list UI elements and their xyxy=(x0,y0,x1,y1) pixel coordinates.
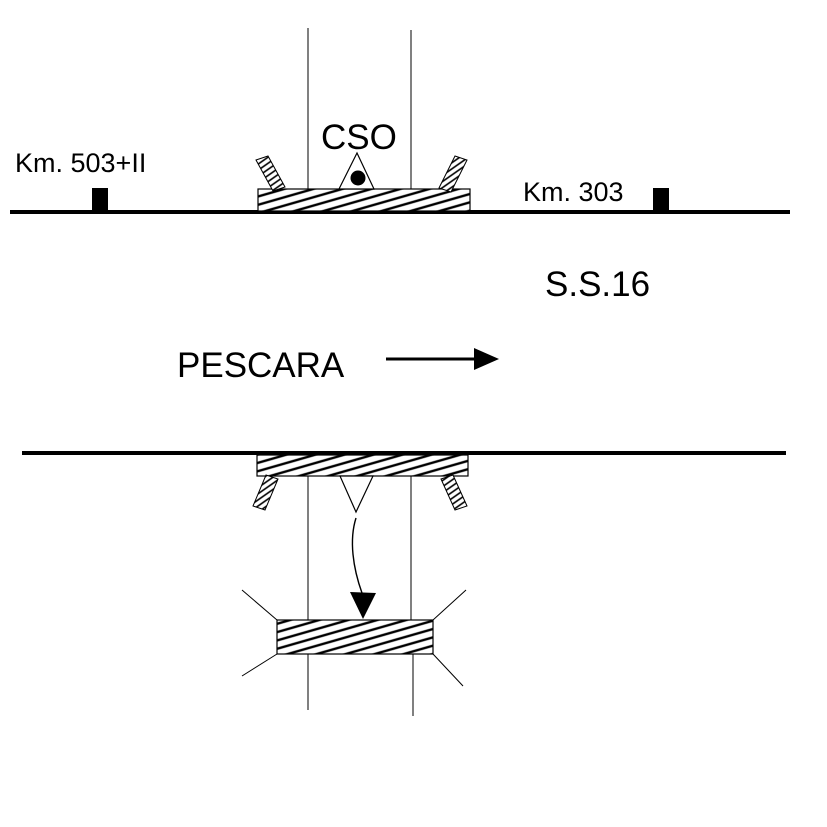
top-left-hatched-wing xyxy=(255,155,286,192)
top-crossing-hatched-block xyxy=(257,188,471,212)
bottom-left-hatched-wing xyxy=(252,474,279,511)
lower-block-ray-bottom-left xyxy=(241,653,278,677)
km-left-label: Km. 503+II xyxy=(15,148,146,178)
lower-block-ray-bottom-right xyxy=(432,653,464,687)
km-right-label: Km. 303 xyxy=(523,177,624,207)
flow-arrow-head xyxy=(350,592,376,619)
bottom-station-triangle xyxy=(339,475,374,514)
direction-label: PESCARA xyxy=(177,346,345,385)
road-name-label: S.S.16 xyxy=(545,265,650,304)
station-label: CSO xyxy=(321,118,397,157)
lower-hatched-block xyxy=(276,619,434,655)
lower-block-ray-top-left xyxy=(241,589,278,621)
km-marker-right xyxy=(653,188,669,212)
lower-block-ray-top-right xyxy=(432,589,467,621)
km-marker-left xyxy=(92,188,108,212)
direction-arrow-head xyxy=(474,348,499,370)
bottom-right-hatched-wing xyxy=(440,474,468,511)
bottom-crossing-hatched-block xyxy=(256,454,469,477)
station-dot xyxy=(350,170,366,186)
top-right-hatched-wing xyxy=(438,155,468,193)
flow-arrow-curve xyxy=(351,517,363,594)
